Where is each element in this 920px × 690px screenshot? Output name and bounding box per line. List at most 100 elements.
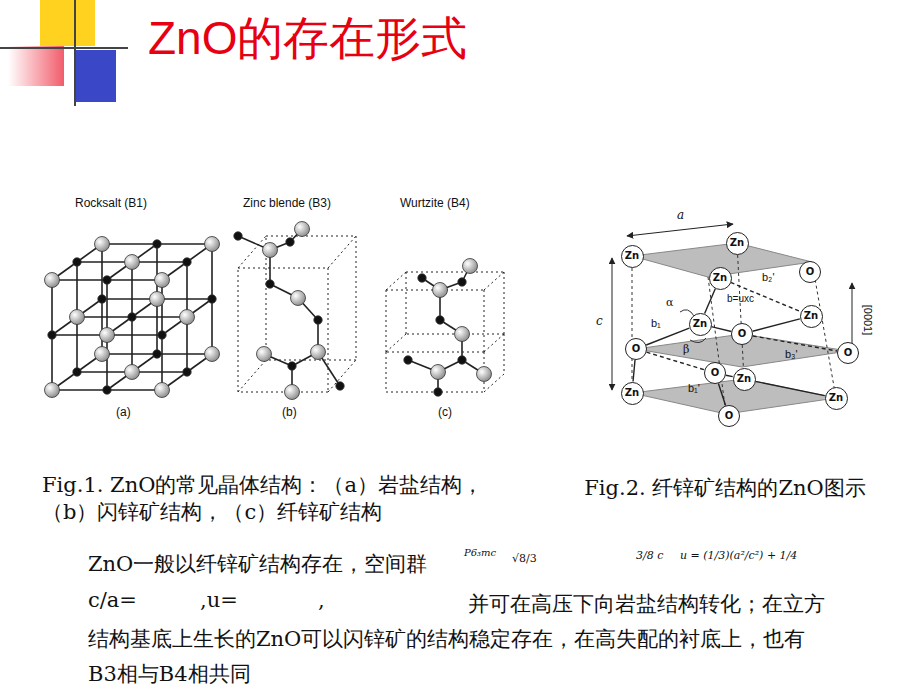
dimension-label: c xyxy=(596,314,603,329)
crystal-structures xyxy=(45,222,505,400)
formula: √8/3 xyxy=(512,552,537,566)
atom-symbol: Zn xyxy=(625,388,639,398)
bond-line xyxy=(705,289,716,314)
structure-name: Wurtzite (B4) xyxy=(400,196,470,211)
atom-circle: Zn xyxy=(621,382,644,405)
atom-symbol: O xyxy=(725,411,734,421)
large-atom xyxy=(263,243,278,258)
bond-line xyxy=(107,389,162,391)
atom-symbol: Zn xyxy=(829,393,843,403)
large-atom xyxy=(455,327,470,342)
deco-line xyxy=(0,47,128,49)
large-atom xyxy=(257,347,272,362)
panel-letter: (a) xyxy=(116,405,131,420)
bond-line xyxy=(102,243,157,245)
cell-edge xyxy=(504,272,505,334)
small-atom xyxy=(234,232,242,240)
bond-line xyxy=(755,381,824,395)
large-atom xyxy=(295,222,310,237)
bond-line xyxy=(647,352,705,370)
small-atom xyxy=(153,350,161,358)
atom-circle: Zn xyxy=(825,387,848,410)
bond-line xyxy=(157,243,212,245)
small-atom xyxy=(153,240,161,248)
atom-symbol: O xyxy=(844,348,853,358)
bond-line xyxy=(131,317,133,372)
large-atom xyxy=(70,310,85,325)
atom-circle: O xyxy=(731,323,753,345)
bond-line xyxy=(102,298,157,300)
atom-circle: O xyxy=(718,405,740,427)
body-text: c/a= xyxy=(88,587,137,613)
bond-label: b₂' xyxy=(762,270,775,284)
cell-edge xyxy=(266,236,356,237)
small-atom xyxy=(73,368,81,376)
atom-symbol: Zn xyxy=(804,311,818,321)
bond-line xyxy=(718,383,725,405)
angle-label: β xyxy=(683,343,689,357)
bond-line xyxy=(101,244,103,299)
bond-line xyxy=(76,262,78,317)
atom-circle: O xyxy=(704,362,726,384)
large-atom xyxy=(285,385,300,400)
bond-line xyxy=(132,316,187,318)
small-atom xyxy=(436,316,444,324)
small-atom xyxy=(103,276,111,284)
small-atom xyxy=(314,316,322,324)
bond-line xyxy=(52,334,107,336)
atom-symbol: O xyxy=(711,368,720,378)
atom-circle: O xyxy=(799,261,821,283)
small-atom xyxy=(288,362,296,370)
atom-circle: Zn xyxy=(726,232,749,255)
atom-circle: Zn xyxy=(800,305,823,328)
bond-line xyxy=(186,262,188,317)
large-atom xyxy=(95,347,110,362)
small-atom xyxy=(434,388,442,396)
bond-line xyxy=(753,319,800,331)
small-atom xyxy=(98,295,106,303)
deco-square xyxy=(76,50,116,102)
cell-edge xyxy=(386,334,406,352)
bond-line xyxy=(51,280,53,335)
bond-line xyxy=(156,244,158,299)
figure-caption: Fig.2. 纤锌矿结构的ZnO图示 xyxy=(575,474,875,503)
large-atom xyxy=(155,383,170,398)
small-atom xyxy=(183,368,191,376)
large-atom xyxy=(477,367,492,382)
bond-line xyxy=(157,298,212,300)
atom-circle: Zn xyxy=(621,245,644,268)
atom-symbol: Zn xyxy=(625,251,639,261)
formula: u = (1/3)(a²/c²) + 1/4 xyxy=(680,549,797,563)
small-atom xyxy=(458,356,466,364)
bond-label: b₃' xyxy=(785,347,798,361)
small-atom xyxy=(208,295,216,303)
large-atom xyxy=(125,365,140,380)
large-atom xyxy=(205,237,220,252)
small-atom xyxy=(183,258,191,266)
cell-edges xyxy=(632,243,836,414)
large-atom xyxy=(45,383,60,398)
deco-line xyxy=(74,0,76,106)
small-atom xyxy=(158,331,166,339)
small-atom xyxy=(73,258,81,266)
large-atom xyxy=(431,365,446,380)
large-atom xyxy=(125,255,140,270)
large-atom xyxy=(45,273,60,288)
bond-line xyxy=(101,299,103,354)
body-text: ZnO一般以纤锌矿结构存在，空间群 xyxy=(88,551,427,577)
cell-edge xyxy=(328,360,356,392)
cell-edge xyxy=(386,352,484,353)
large-atom xyxy=(433,283,448,298)
large-atom xyxy=(180,310,195,325)
bond-line xyxy=(52,279,107,281)
small-atom xyxy=(128,313,136,321)
large-atom xyxy=(155,273,170,288)
bond-line xyxy=(211,299,213,354)
small-atom xyxy=(418,274,426,282)
atom-circle: Zn xyxy=(709,267,732,290)
cell-edge xyxy=(328,268,329,392)
body-text: ,u= xyxy=(200,587,238,613)
bond-line xyxy=(646,328,689,345)
small-atom xyxy=(286,238,294,246)
